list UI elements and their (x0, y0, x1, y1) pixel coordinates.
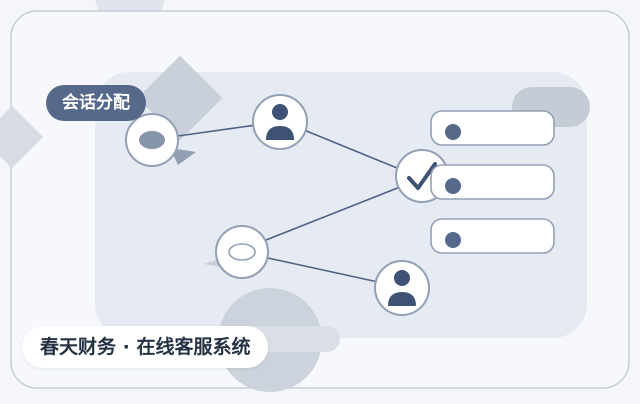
status-dot-icon (445, 124, 461, 140)
link-chat-to-agent-top (177, 124, 257, 137)
chat-node-tail (170, 148, 196, 165)
agent-node-bottom (374, 260, 430, 316)
queue-slot (430, 218, 555, 254)
chat-node-second (204, 225, 269, 279)
link-agent-top-to-router (303, 129, 403, 171)
bg-diamond-left (0, 105, 44, 169)
link-chat2-to-agent-bottom (267, 257, 379, 283)
session-assignment-badge: 会话分配 (46, 85, 146, 121)
status-dot-icon (445, 232, 461, 248)
user-icon (266, 104, 294, 140)
chat-bubble-icon (228, 243, 256, 261)
queue-slot (430, 164, 555, 200)
product-title: 春天财务 · 在线客服系统 (22, 326, 269, 368)
link-chat2-to-router (265, 186, 401, 241)
chat-node-source (125, 113, 196, 167)
chat-bubble-icon (139, 131, 165, 149)
checkmark-icon (407, 162, 437, 190)
status-dot-icon (445, 178, 461, 194)
queue-slot (430, 110, 555, 146)
user-icon (388, 270, 416, 306)
agent-node-top (252, 94, 308, 150)
connection-lines (177, 124, 403, 283)
